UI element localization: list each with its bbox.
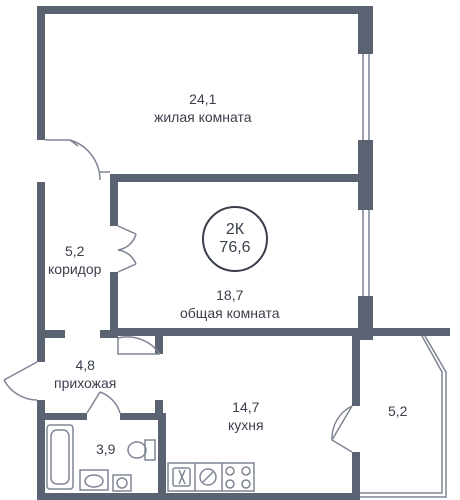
wall-right-top <box>358 6 373 54</box>
walls <box>37 6 450 500</box>
wall-corridor-hall <box>37 330 65 338</box>
door-common <box>117 225 137 273</box>
wall-bath-top-2 <box>120 413 163 420</box>
living-room-label: 24,1 жилая комната <box>154 90 252 126</box>
living-room-name: жилая комната <box>154 109 252 125</box>
wall-bath-top <box>37 413 87 420</box>
wall-hall-right <box>155 336 163 354</box>
common-room-label: 18,7 общая комната <box>180 286 280 322</box>
washing-machine <box>112 474 132 492</box>
window-living <box>362 54 364 140</box>
corridor-area: 5,2 <box>64 243 85 259</box>
wall-common-left-lower <box>110 272 118 334</box>
wall-hall-top <box>100 330 118 338</box>
wall-bath-right <box>158 413 166 500</box>
kitchen-sink <box>172 467 191 487</box>
living-room-area: 24,1 <box>189 91 217 107</box>
corridor-label: 5,2 коридор <box>48 242 101 278</box>
apartment-total-area: 76,6 <box>219 239 251 256</box>
dishwasher <box>199 468 217 486</box>
hallway-name: прихожая <box>54 375 117 391</box>
bathroom-label: 3,9 <box>96 440 115 458</box>
common-room-name: общая комната <box>180 305 280 321</box>
entry-door <box>3 361 38 401</box>
door-kitchen <box>117 336 161 355</box>
sink <box>79 469 109 491</box>
wall-left-lower <box>37 400 45 500</box>
wall-kitchen-right-lower <box>352 452 360 500</box>
corridor-name: коридор <box>48 261 102 277</box>
window-living-2 <box>368 54 370 140</box>
balcony-area: 5,2 <box>388 403 408 419</box>
hallway-area: 4,8 <box>75 357 95 373</box>
door-living <box>45 139 110 181</box>
stove <box>225 466 251 489</box>
wall-common-bottom <box>110 328 450 336</box>
hallway-label: 4,8 прихожая <box>54 356 116 392</box>
wall-living-common <box>110 174 373 182</box>
wall-hall-right-lower <box>155 400 163 418</box>
bathtub <box>46 424 74 490</box>
bathroom-area: 3,9 <box>96 441 116 457</box>
kitchen-label: 14,7 кухня <box>228 398 264 434</box>
apartment-type: 2К <box>225 221 245 238</box>
window-common-2 <box>368 210 370 296</box>
wall-left-upper <box>37 6 45 140</box>
toilet <box>127 439 156 461</box>
kitchen-name: кухня <box>228 417 264 433</box>
wall-kitchen-right-upper <box>352 336 360 406</box>
wall-bottom <box>37 493 360 500</box>
wall-common-left-upper <box>110 174 118 226</box>
apartment-badge: 2К 76,6 <box>202 206 268 272</box>
wall-balcony-top <box>373 328 425 336</box>
wall-top <box>37 6 373 14</box>
kitchen-area: 14,7 <box>232 399 260 415</box>
door-bathroom <box>86 391 121 414</box>
balcony-outline <box>360 335 447 498</box>
balcony-label: 5,2 <box>388 402 407 420</box>
window-common <box>362 210 364 296</box>
kitchen-counter <box>167 462 255 492</box>
common-room-area: 18,7 <box>216 287 244 303</box>
door-balcony <box>330 405 353 453</box>
wall-left-middle <box>37 182 45 362</box>
